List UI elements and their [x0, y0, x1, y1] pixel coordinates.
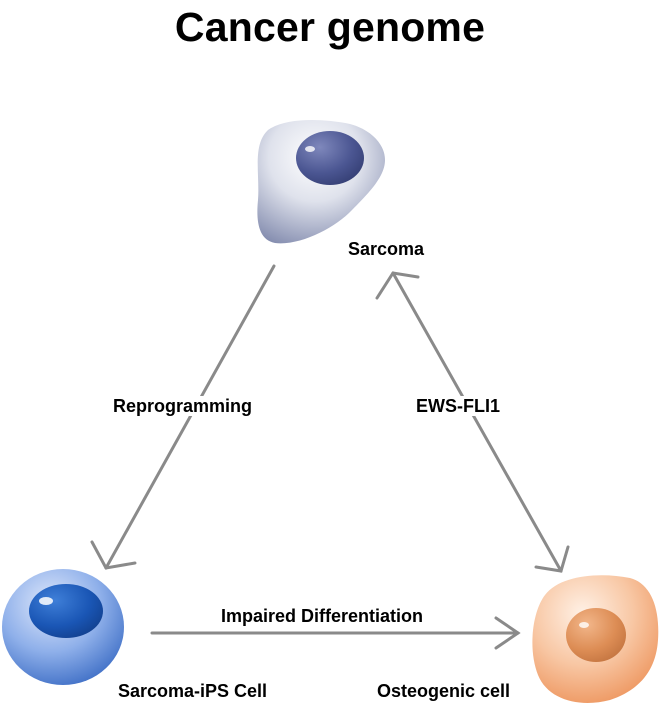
osteogenic-label: Osteogenic cell	[377, 681, 511, 701]
osteogenic-cell	[532, 575, 659, 703]
sarcoma-nucleus	[296, 131, 364, 185]
sarcoma-ips-nucleus	[29, 584, 103, 638]
impaired-differentiation-label: Impaired Differentiation	[221, 606, 424, 626]
reprogramming-label: Reprogramming	[110, 396, 256, 416]
impaired-differentiation-arrow	[150, 616, 521, 650]
reprogramming-arrow	[90, 264, 276, 570]
ews-fli1-arrow	[375, 271, 570, 573]
sarcoma-ips-cell	[2, 569, 124, 685]
sarcoma-ips-label: Sarcoma-iPS Cell	[118, 681, 268, 701]
ews-fli1-label: EWS-FLI1	[413, 396, 503, 416]
sarcoma-label: Sarcoma	[348, 239, 425, 259]
osteogenic-nucleus	[566, 608, 626, 662]
diagram-title: Cancer genome	[174, 4, 486, 50]
sarcoma-cell	[257, 120, 385, 244]
